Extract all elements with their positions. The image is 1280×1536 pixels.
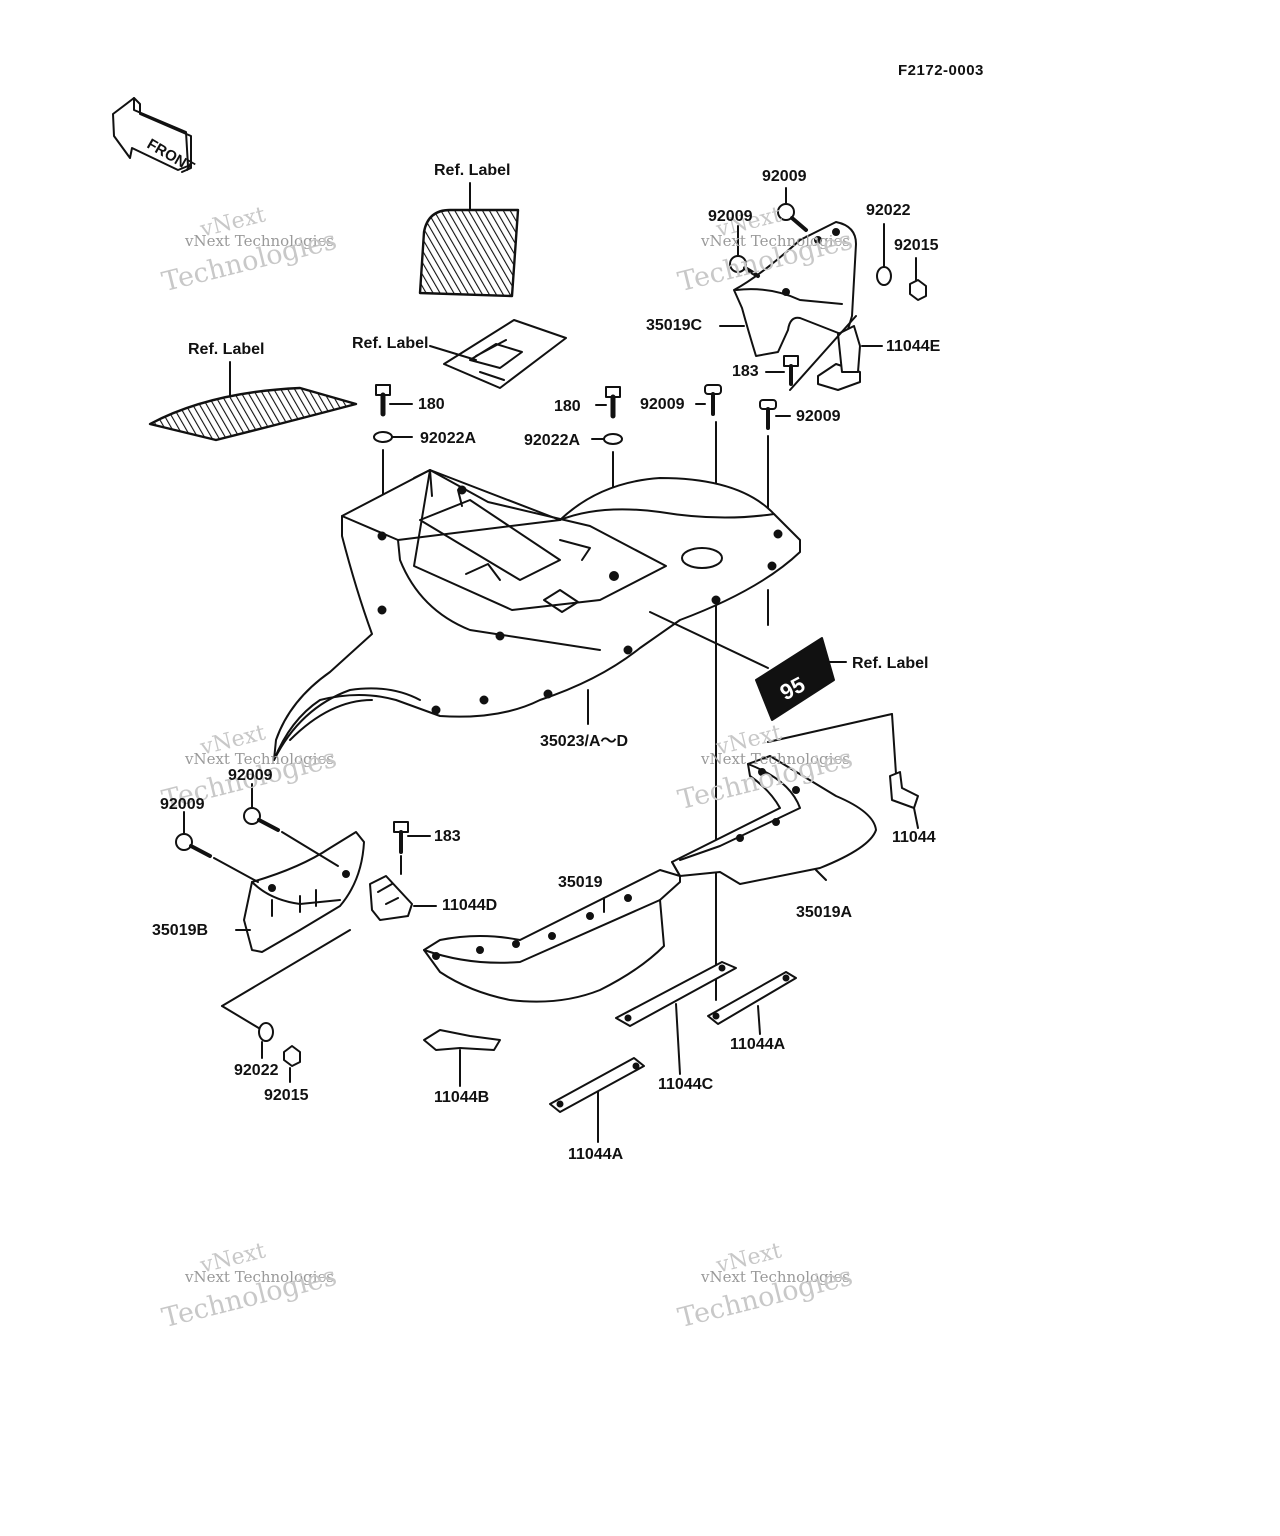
callout-180-left[interactable]: 180 (418, 396, 445, 413)
bolt-183-low-icon[interactable] (393, 821, 431, 875)
nut-92015-top-icon[interactable] (909, 257, 927, 301)
callout-92009-c[interactable]: 92009 (640, 396, 685, 413)
ref-label-plate-top[interactable] (418, 182, 520, 298)
front-arrow-icon: FRONT (112, 97, 197, 176)
callout-92022-low[interactable]: 92022 (234, 1062, 279, 1079)
drawing-code: F2172-0003 (898, 62, 984, 79)
callout-ref-label-mid[interactable]: Ref. Label (352, 335, 429, 352)
callout-92015-low[interactable]: 92015 (264, 1087, 309, 1104)
callout-ref-label-left[interactable]: Ref. Label (188, 341, 265, 358)
side-guard-35019c[interactable] (719, 221, 857, 357)
screw-92009-e-icon[interactable] (243, 783, 339, 867)
washer-92022-low-icon[interactable] (258, 1022, 274, 1059)
ref-label-emblem-right[interactable]: 95 (755, 637, 847, 721)
nut-92015-low-icon[interactable] (283, 1045, 301, 1083)
ref-label-card-mid[interactable] (429, 319, 567, 389)
strap-11044c[interactable] (615, 961, 737, 1075)
callout-11044e[interactable]: 11044E (886, 338, 941, 355)
rear-fender-35023[interactable] (273, 469, 801, 761)
callout-92009-b[interactable]: 92009 (708, 208, 753, 225)
footrest-35019a[interactable] (671, 713, 897, 885)
bolt-180-mid-icon[interactable] (595, 386, 621, 419)
callout-180-mid[interactable]: 180 (554, 398, 581, 415)
callout-ref-label-right[interactable]: Ref. Label (852, 655, 929, 672)
callout-11044a-right[interactable]: 11044A (730, 1036, 786, 1053)
side-guard-35019b[interactable] (235, 831, 365, 953)
washer-92022-top-icon[interactable] (876, 223, 892, 286)
callout-92022a-mid[interactable]: 92022A (524, 432, 581, 449)
callout-11044d[interactable]: 11044D (442, 897, 498, 914)
callout-35019c[interactable]: 35019C (646, 317, 703, 334)
bracket-11044b[interactable] (423, 1029, 501, 1087)
callout-92009-e[interactable]: 92009 (228, 767, 273, 784)
screw-92009-d-icon[interactable] (759, 399, 791, 626)
callout-183-top[interactable]: 183 (732, 363, 759, 380)
ref-label-sheet-left[interactable] (148, 361, 358, 442)
callout-11044[interactable]: 11044 (892, 829, 936, 846)
callout-92022a-left[interactable]: 92022A (420, 430, 477, 447)
callout-35019b[interactable]: 35019B (152, 922, 209, 939)
bracket-11044d[interactable] (369, 875, 437, 921)
callout-35023[interactable]: 35023/A～D (540, 733, 629, 750)
callout-92009-f[interactable]: 92009 (160, 796, 205, 813)
callout-92009-d[interactable]: 92009 (796, 408, 841, 425)
callout-35019a[interactable]: 35019A (796, 904, 853, 921)
bracket-11044[interactable] (889, 771, 919, 829)
callout-11044c[interactable]: 11044C (658, 1076, 714, 1093)
strap-11044a-low[interactable] (549, 1057, 645, 1143)
callout-92022-top[interactable]: 92022 (866, 202, 911, 219)
screw-92009-c-icon[interactable] (695, 384, 722, 1001)
bolt-183-top-icon[interactable] (765, 355, 799, 386)
callout-183-low[interactable]: 183 (434, 828, 461, 845)
callout-11044a-low[interactable]: 11044A (568, 1146, 624, 1163)
strap-11044a-right[interactable] (707, 971, 797, 1035)
bracket-11044e[interactable] (789, 315, 883, 391)
screw-92009-b-icon[interactable] (729, 225, 760, 278)
footrest-35019[interactable] (423, 869, 681, 1003)
callout-92015-top[interactable]: 92015 (894, 237, 939, 254)
screw-92009-a-icon[interactable] (777, 187, 808, 232)
callout-92009-a[interactable]: 92009 (762, 168, 807, 185)
callout-35019[interactable]: 35019 (558, 874, 603, 891)
bolt-180-left-icon[interactable] (375, 384, 413, 417)
callout-ref-label-top[interactable]: Ref. Label (434, 162, 511, 179)
callout-11044b[interactable]: 11044B (434, 1089, 490, 1106)
screw-92009-f-icon[interactable] (175, 811, 259, 883)
